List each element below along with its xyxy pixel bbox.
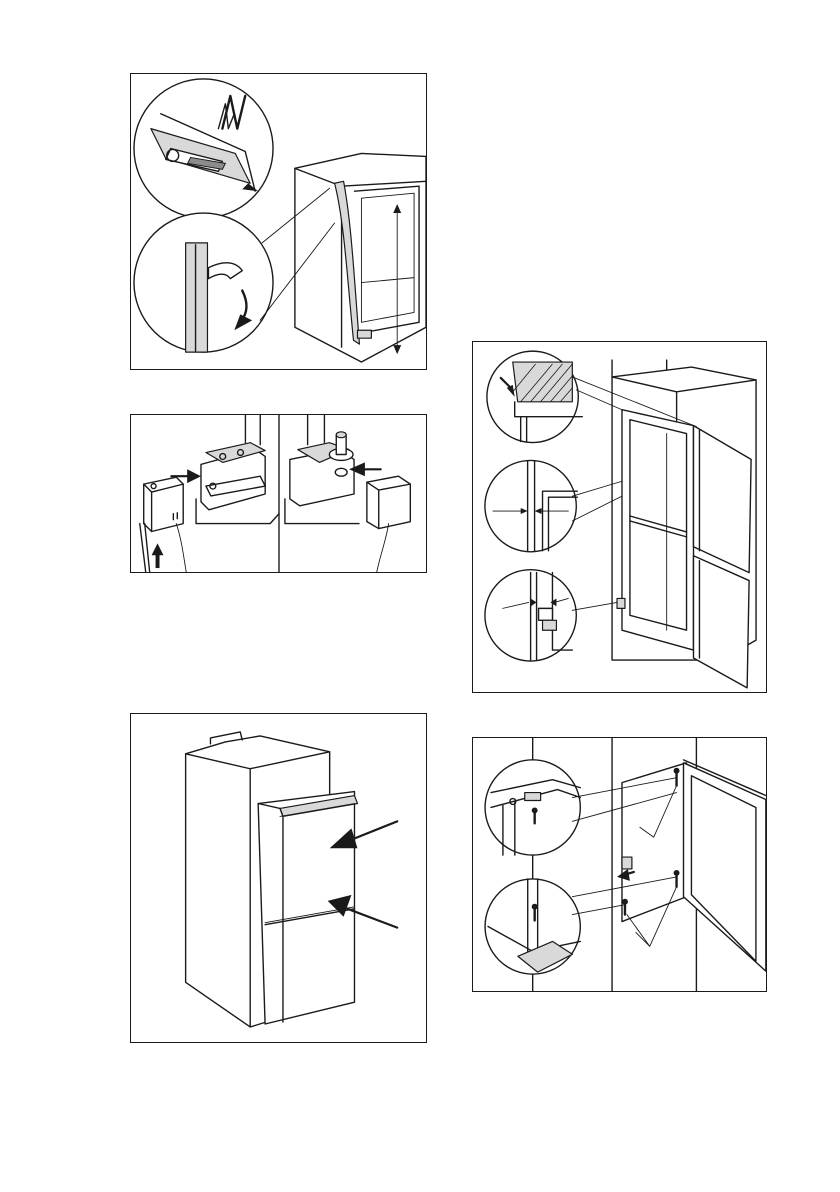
- hinge-cover-right: [285, 415, 410, 572]
- detail-circle-bottom: [134, 213, 273, 352]
- sealing-strip-illustration: [131, 74, 426, 369]
- figure-sealing-strip: [130, 73, 427, 370]
- detail-circle-bottom: [485, 570, 576, 661]
- detail-circle-bottom: [485, 879, 580, 974]
- detail-circle-top: [487, 351, 582, 442]
- door-screw-illustration: [473, 738, 766, 991]
- door-alignment-illustration: [473, 342, 766, 692]
- hinge-cover-illustration: [131, 415, 426, 572]
- detail-circle-top: [485, 760, 580, 855]
- niche-installation-illustration: [131, 714, 426, 1042]
- figure-door-alignment: [472, 341, 767, 693]
- cabinet-with-open-door: [612, 360, 756, 688]
- figure-hinge-covers: [130, 414, 427, 573]
- detail-circle-top: [134, 79, 273, 218]
- detail-circle-middle: [485, 460, 577, 551]
- cabinet-drawing: [295, 153, 426, 362]
- hinge-cover-left: [140, 415, 279, 572]
- figure-door-screws: [472, 737, 767, 992]
- figure-install-niche: [130, 713, 427, 1043]
